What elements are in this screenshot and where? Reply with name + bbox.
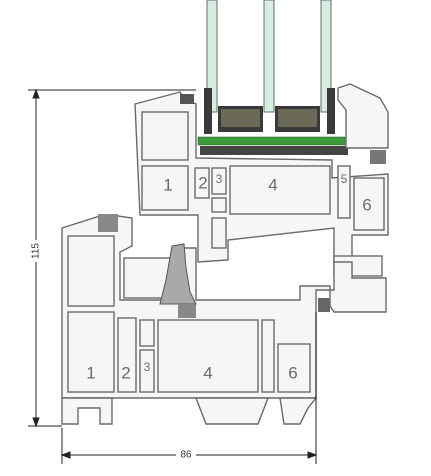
base-foot-right: [279, 397, 318, 425]
upper-chamber-label-1: 1: [163, 175, 172, 194]
frame-chamber-left-top: [67, 235, 115, 307]
width-dimension-label: 86: [180, 450, 192, 461]
dimension-annotations: [28, 88, 318, 464]
upper-chamber-label-4: 4: [268, 175, 277, 194]
sash-chamber-left-top: [141, 111, 189, 161]
sealing-gasket-glass: [370, 150, 386, 164]
glass-pane-3: [320, 0, 332, 113]
lower-chamber-label-2: 2: [121, 363, 130, 382]
upper-chamber-label-2: 2: [198, 173, 207, 192]
sealing-gasket-top: [180, 94, 194, 104]
glass-pane-2: [263, 0, 275, 113]
frame-chamber-6: [277, 343, 311, 393]
sash-chamber-5: [337, 165, 351, 219]
chamber-numbers-upper: 1 2 3 4 5 6: [163, 172, 371, 214]
lower-chamber-label-4: 4: [203, 363, 212, 382]
height-arrow-bottom: [32, 417, 40, 428]
frame-profile: [61, 215, 387, 399]
sash-chamber-3c: [211, 217, 227, 249]
glazing-gasket-left: [204, 88, 212, 134]
width-label-bg: [176, 449, 196, 461]
chamber-numbers-lower: 1 2 3 4 6: [86, 360, 297, 382]
steel-reinforcement: [159, 243, 197, 305]
width-arrow-left: [60, 451, 71, 459]
sash-chamber-3: [211, 167, 227, 195]
sash-chamber-2: [194, 167, 210, 199]
sealing-gasket-right: [318, 298, 330, 312]
width-arrow-right: [307, 451, 318, 459]
height-arrow-top: [32, 88, 40, 99]
height-label-bg: [30, 240, 42, 262]
frame-chamber-3: [139, 319, 155, 347]
lower-chamber-label-6: 6: [288, 363, 297, 382]
desiccant-speckle-1: [221, 109, 260, 127]
sash-chamber-3b: [211, 197, 227, 213]
frame-chamber-4: [157, 319, 259, 393]
sash-right-lip: [337, 83, 389, 149]
sealing-gasket-low: [178, 304, 196, 318]
upper-chamber-label-5: 5: [341, 172, 348, 186]
sash-chamber-1: [141, 165, 189, 211]
glazing-gasket-right: [327, 88, 335, 134]
frame-chamber-1: [67, 311, 115, 393]
base-foot-left: [61, 397, 113, 425]
frame-chamber-3b: [139, 349, 155, 393]
sealing-gasket-mid: [98, 214, 118, 232]
upper-chamber-label-6: 6: [362, 195, 371, 214]
green-glazing-spacer: [197, 136, 346, 146]
upper-chamber-label-3: 3: [216, 172, 223, 186]
glazing-unit: [197, 0, 348, 155]
hardware: [98, 94, 386, 318]
frame-chamber-5: [261, 319, 275, 393]
frame-chamber-2: [117, 317, 137, 393]
glazing-bead-dark: [200, 146, 348, 155]
lower-chamber-label-3: 3: [144, 360, 151, 374]
sash-chamber-4: [229, 165, 331, 215]
sash-chamber-6: [353, 177, 385, 231]
height-dimension-label: 115: [31, 243, 42, 259]
frame-base: [61, 397, 318, 425]
lower-chamber-label-1: 1: [86, 363, 95, 382]
base-foot-middle: [194, 397, 270, 425]
desiccant-speckle-2: [278, 109, 317, 127]
